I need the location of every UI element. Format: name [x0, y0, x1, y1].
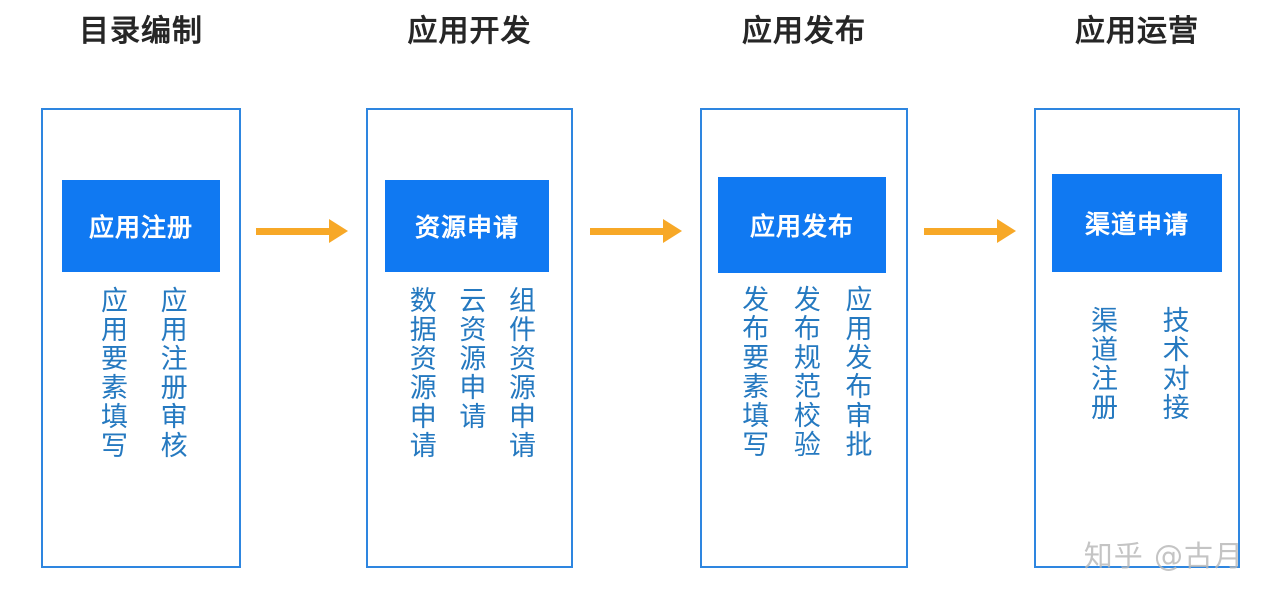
stage-chip-3[interactable]: 应用发布	[718, 177, 886, 273]
stage-chip-4[interactable]: 渠道申请	[1052, 174, 1222, 272]
arrow-head-icon	[663, 219, 682, 243]
watermark: 知乎 @古月	[1083, 539, 1244, 573]
stage-title-4: 应用运营	[1075, 14, 1199, 49]
stage-item: 云资源申请	[454, 286, 486, 431]
stage-item: 应用发布审批	[840, 285, 872, 459]
connector-arrow-3	[924, 219, 1016, 243]
stage-items-4: 技术对接 渠道注册	[1036, 306, 1238, 486]
stage-item: 数据资源申请	[404, 286, 436, 460]
stage-item: 应用注册审核	[155, 286, 187, 460]
stage-item: 发布要素填写	[737, 285, 769, 459]
stage-items-1: 应用注册审核 应用要素填写	[43, 286, 239, 516]
connector-arrow-1	[256, 219, 348, 243]
stage-title-1: 目录编制	[79, 14, 203, 49]
stage-title-3: 应用发布	[742, 14, 866, 49]
stage-item: 渠道注册	[1086, 306, 1117, 422]
stage-chip-1[interactable]: 应用注册	[62, 180, 220, 272]
arrow-shaft	[590, 227, 664, 235]
stage-title-2: 应用开发	[407, 14, 532, 49]
stage-item: 发布规范校验	[788, 285, 820, 459]
stage-items-2: 组件资源申请 云资源申请 数据资源申请	[368, 286, 571, 526]
arrow-head-icon	[997, 219, 1016, 243]
arrow-head-icon	[329, 219, 348, 243]
stage-items-3: 应用发布审批 发布规范校验 发布要素填写	[702, 285, 906, 525]
arrow-shaft	[924, 227, 998, 235]
connector-arrow-2	[590, 219, 682, 243]
stage-item: 组件资源申请	[503, 286, 535, 460]
stage-chip-2[interactable]: 资源申请	[385, 180, 549, 272]
arrow-shaft	[256, 227, 330, 235]
stage-item: 应用要素填写	[96, 286, 127, 460]
stage-item: 技术对接	[1157, 306, 1189, 422]
